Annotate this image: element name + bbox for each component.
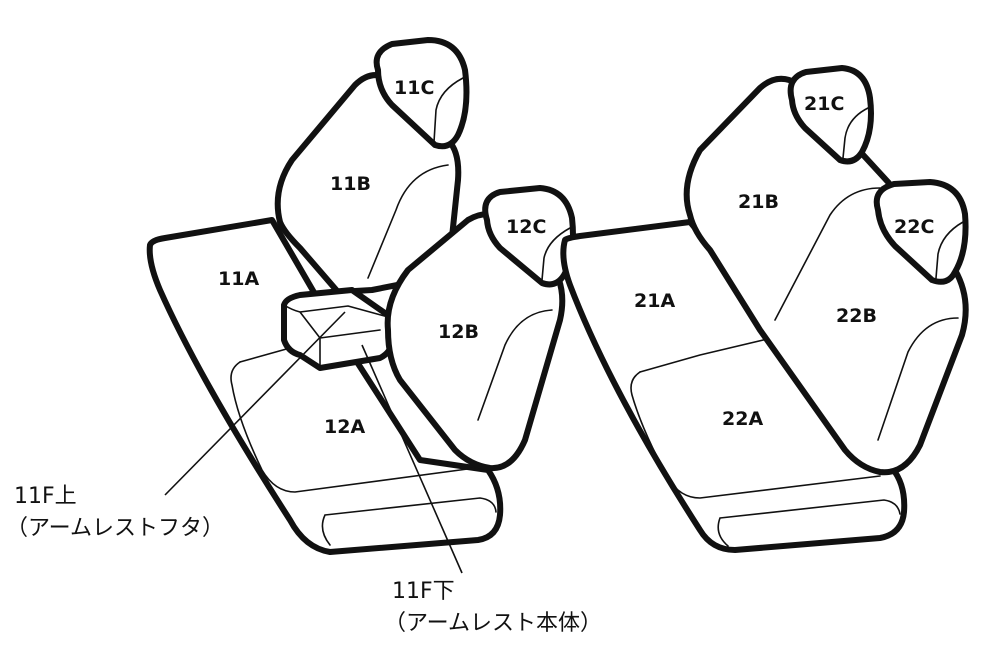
callout-armrest-lid-code: 11F上 bbox=[14, 484, 77, 509]
callouts: 11F上 （アームレストフタ） 11F下 （アームレスト本体） bbox=[6, 484, 602, 636]
cushion-11A-outline bbox=[146, 217, 504, 555]
backrest-21B-side bbox=[774, 187, 881, 321]
callout-armrest-lid-desc: （アームレストフタ） bbox=[6, 516, 224, 541]
headrest-11C-outline bbox=[373, 37, 470, 150]
cushion-22A-top bbox=[639, 335, 781, 373]
label-22A: 22A bbox=[722, 408, 763, 430]
label-21A: 21A bbox=[634, 290, 675, 312]
headrest-12C-side bbox=[541, 227, 571, 281]
headrest-22C-outline bbox=[873, 179, 969, 285]
headrest-21C-outline bbox=[787, 65, 874, 165]
cushion-12A-front-roll bbox=[321, 497, 497, 546]
backrest-21B-outline bbox=[683, 75, 969, 476]
callout-armrest-body-code: 11F下 bbox=[392, 579, 455, 604]
callout-armrest-body-desc: （アームレスト本体） bbox=[384, 611, 602, 636]
label-12A: 12A bbox=[324, 416, 365, 438]
label-12C: 12C bbox=[506, 216, 546, 238]
part-labels: 11C 11B 11A 12C 12B 12A 21C 21B 21A 22C … bbox=[218, 77, 934, 438]
leader-armrest-lid bbox=[164, 311, 346, 496]
cushion-12A-panel bbox=[230, 361, 476, 493]
leader-armrest-body bbox=[361, 344, 463, 574]
label-11A: 11A bbox=[218, 268, 259, 290]
cushion-22A-front-roll bbox=[717, 499, 901, 547]
backrest-11B-side bbox=[367, 164, 449, 279]
front-seat-group bbox=[146, 37, 576, 574]
backrest-12B-outline bbox=[384, 211, 566, 472]
label-22C: 22C bbox=[894, 216, 934, 238]
rear-seat-group bbox=[560, 65, 969, 553]
label-12B: 12B bbox=[438, 321, 479, 343]
label-22B: 22B bbox=[836, 305, 877, 327]
backrest-22B-side bbox=[877, 317, 959, 441]
cushion-22A-panel bbox=[630, 371, 881, 499]
label-21B: 21B bbox=[738, 191, 779, 213]
backrest-12B-side bbox=[477, 309, 553, 421]
label-21C: 21C bbox=[804, 93, 844, 115]
headrest-21C-side bbox=[842, 107, 869, 159]
label-11C: 11C bbox=[394, 77, 434, 99]
headrest-22C-side bbox=[935, 221, 964, 279]
headrest-11C-side bbox=[433, 77, 464, 143]
label-11B: 11B bbox=[330, 173, 371, 195]
armrest-body bbox=[281, 287, 395, 371]
